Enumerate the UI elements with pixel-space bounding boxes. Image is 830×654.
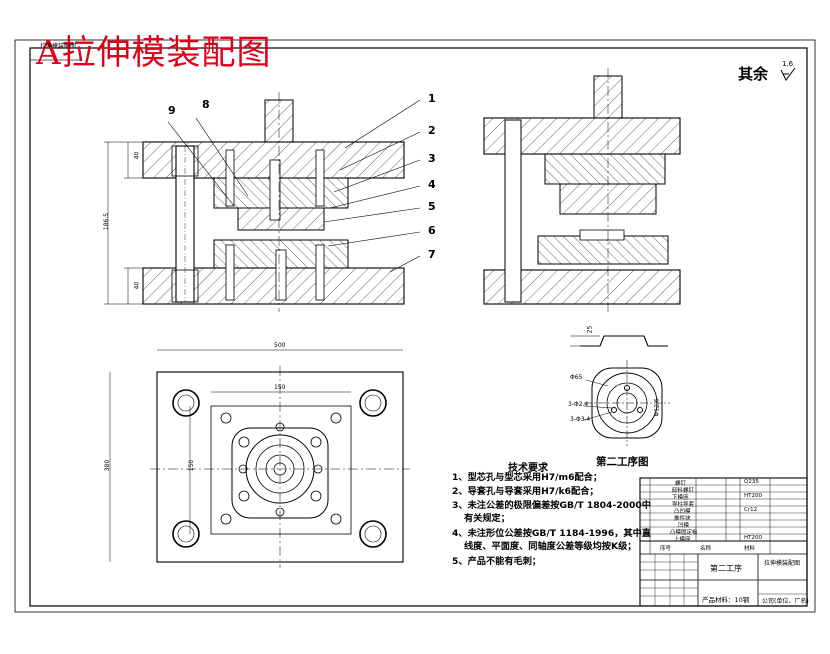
bom-material: Cr12: [744, 507, 758, 513]
dim-die-height: 150: [188, 459, 196, 472]
part-number-8: 8: [202, 98, 210, 111]
op-hole-spec-a: 3-Φ2.4: [568, 401, 589, 408]
op-outer-diameter: Φ65: [570, 374, 583, 381]
top-note-box: [29, 47, 81, 61]
bom-material: HT200: [744, 493, 762, 499]
dim-lower-plate: 40: [133, 281, 141, 290]
dim-upper-plate: 40: [133, 151, 141, 160]
bom-row: 卸料螺钉: [672, 488, 695, 494]
bom-material: HT200: [744, 535, 762, 541]
tech-requirement-line: 有关规定；: [464, 513, 510, 524]
title-block-lines: [639, 477, 808, 607]
drawing-name: 拉伸模装配图: [764, 560, 801, 567]
inner-border: [29, 47, 808, 607]
bom-row: 下模座: [672, 495, 689, 501]
part-number-5: 5: [428, 200, 436, 213]
product-material: 产品材料：10钢: [702, 596, 750, 604]
bom-header-name: 名称: [700, 546, 712, 552]
part-number-7: 7: [428, 248, 436, 261]
bom-header-material: 材料: [744, 546, 756, 552]
bom-header-no: 序号: [660, 546, 672, 552]
bom-row: 导柱导套: [672, 502, 695, 508]
tech-requirement-line: 3、未注公差的极限偏差按GB/T 1804-2000中: [452, 500, 651, 511]
bom-material: Q235: [744, 479, 759, 485]
tech-requirement-line: 4、未注形位公差按GB/T 1184-1996，其中直: [452, 528, 651, 539]
roughness-symbol-icon: [780, 68, 796, 81]
op-hole-spec-b: 3-Φ3.4: [570, 416, 591, 423]
part-number-6: 6: [428, 224, 436, 237]
tech-requirement-line: 线度、平面度、同轴度公差等级均按K级；: [464, 541, 637, 552]
company-name: 公司(单位、厂名): [762, 598, 809, 605]
dim-overall-width: 500: [274, 342, 286, 349]
tech-requirement-line: 2、导套孔与导套采用H7/k6配合；: [452, 486, 599, 497]
dim-die-width: 150: [274, 384, 286, 391]
tech-requirement-line: 5、产品不能有毛刺；: [452, 556, 542, 567]
operation-view: [570, 335, 670, 446]
outer-border: [14, 39, 816, 613]
part-number-4: 4: [428, 178, 436, 191]
roughness-value: 1.6: [782, 60, 794, 68]
op-inner-dim: Φ12.6: [653, 398, 661, 417]
part-number-9: 9: [168, 104, 176, 117]
bom-row: 推件块: [674, 516, 691, 522]
top-note: 拉伸模装配图: [40, 43, 77, 50]
op-height-dim: 25: [586, 325, 594, 334]
part-number-3: 3: [428, 152, 436, 165]
roughness-label: 其余: [738, 65, 769, 83]
drawing-title: A拉伸模装配图: [36, 33, 272, 73]
open-section-view: [483, 68, 681, 312]
front-section-view: [104, 92, 421, 312]
bom-row: 凹模: [678, 523, 690, 529]
bom-row: 螺钉: [675, 481, 687, 487]
dim-overall-height: 380: [104, 459, 112, 472]
process-name: 第二工序: [710, 564, 742, 573]
operation-title: 第二工序图: [596, 456, 649, 468]
dim-closed-height: 186.5: [103, 212, 111, 231]
bom-row: 凸凹模: [674, 509, 691, 515]
part-number-2: 2: [428, 124, 436, 137]
bom-row: 凸模固定板: [670, 530, 698, 536]
tech-requirement-line: 1、型芯孔与型芯采用H7/m6配合；: [452, 472, 603, 483]
plan-view: [109, 349, 410, 568]
bom-row: 上模座: [674, 537, 691, 543]
part-number-1: 1: [428, 92, 436, 105]
tech-requirements-title: 技术要求: [508, 463, 548, 474]
